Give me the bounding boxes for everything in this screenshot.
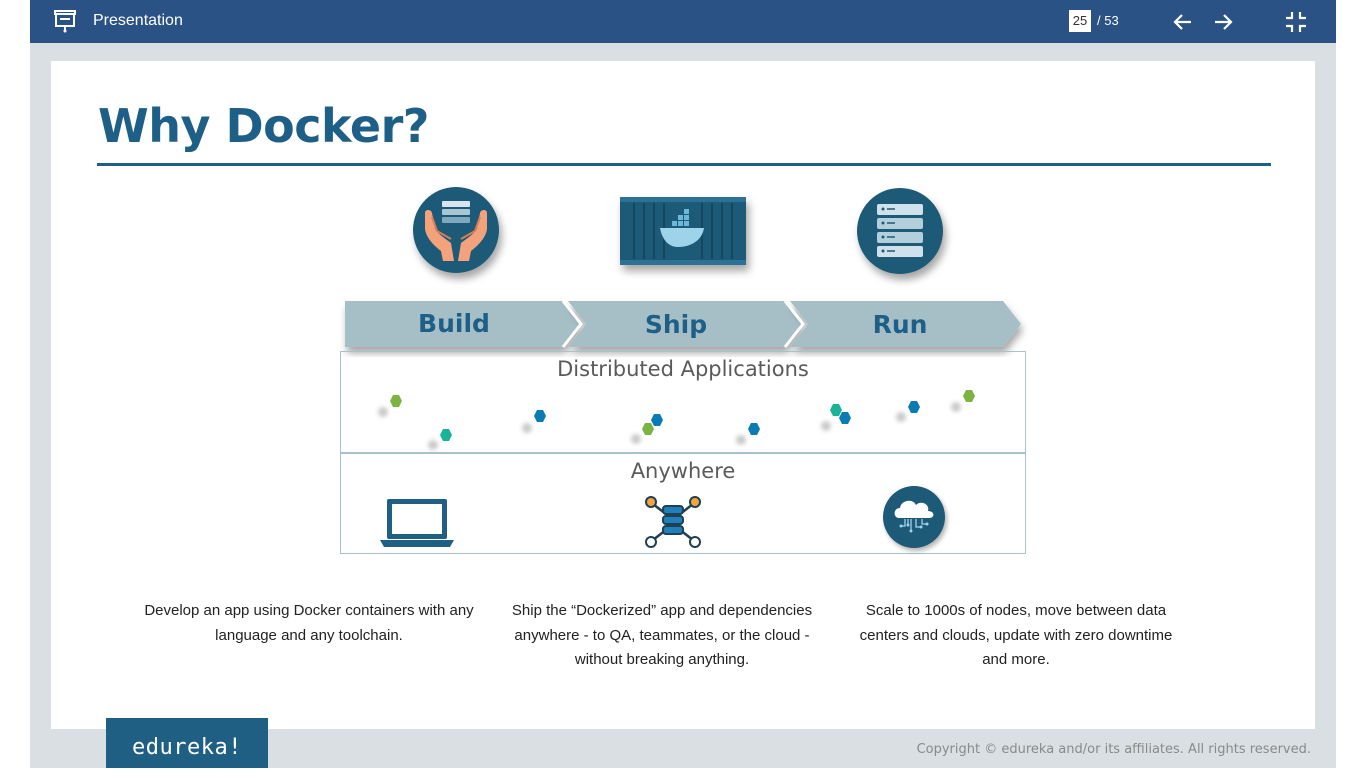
node-hexagon xyxy=(390,395,402,407)
presentation-toolbar: Presentation 25 / 53 xyxy=(30,0,1336,43)
slide-title: Why Docker? xyxy=(98,99,429,153)
exit-fullscreen-icon[interactable] xyxy=(1284,10,1308,34)
presentation-icon xyxy=(54,10,76,33)
distributed-applications-label: Distributed Applications xyxy=(557,357,809,381)
node-hexagon xyxy=(839,412,851,424)
stage-label-run: Run xyxy=(872,310,928,339)
node-hexagon xyxy=(908,401,920,413)
node-shadow xyxy=(522,423,532,433)
distributed-applications-box xyxy=(340,351,1026,454)
node-hexagon xyxy=(963,390,975,402)
slide-canvas: Why Docker? xyxy=(51,61,1315,729)
cloud-network-icon xyxy=(883,486,945,548)
node-shadow xyxy=(428,440,438,450)
node-shadow xyxy=(821,421,831,431)
stage-label-ship: Ship xyxy=(644,310,708,339)
build-description: Develop an app using Docker containers w… xyxy=(144,602,474,644)
stages-chevron-band xyxy=(345,300,1021,348)
node-hexagon xyxy=(748,423,760,435)
run-description: Scale to 1000s of nodes, move between da… xyxy=(859,602,1173,668)
node-hexagon xyxy=(651,414,663,426)
ship-description: Ship the “Dockerized” app and dependenci… xyxy=(511,602,813,668)
node-shadow xyxy=(951,402,961,412)
node-shadow xyxy=(896,412,906,422)
stage-label-build: Build xyxy=(418,309,490,338)
app-title: Presentation xyxy=(93,12,183,29)
node-shadow xyxy=(736,435,746,445)
arrow-right-icon[interactable] xyxy=(1211,10,1235,34)
anywhere-label: Anywhere xyxy=(630,459,736,483)
anywhere-box xyxy=(340,452,1026,554)
arrow-left-icon[interactable] xyxy=(1171,10,1195,34)
node-hexagon xyxy=(534,410,546,422)
node-shadow xyxy=(378,407,388,417)
copyright-text: Copyright © edureka and/or its affiliate… xyxy=(916,742,1311,757)
page-total: / 53 xyxy=(1097,13,1119,28)
node-shadow xyxy=(631,434,641,444)
shipping-container-icon xyxy=(620,197,746,265)
page-number-input[interactable]: 25 xyxy=(1069,10,1091,32)
server-stack-icon xyxy=(857,188,943,274)
node-hexagon xyxy=(642,423,654,435)
build-hands-icon xyxy=(413,187,499,273)
title-divider xyxy=(97,163,1271,166)
database-network-icon xyxy=(645,496,701,548)
laptop-icon xyxy=(380,499,454,547)
node-hexagon xyxy=(440,429,452,441)
edureka-logo: edureka! xyxy=(106,718,268,768)
node-hexagon xyxy=(830,404,842,416)
